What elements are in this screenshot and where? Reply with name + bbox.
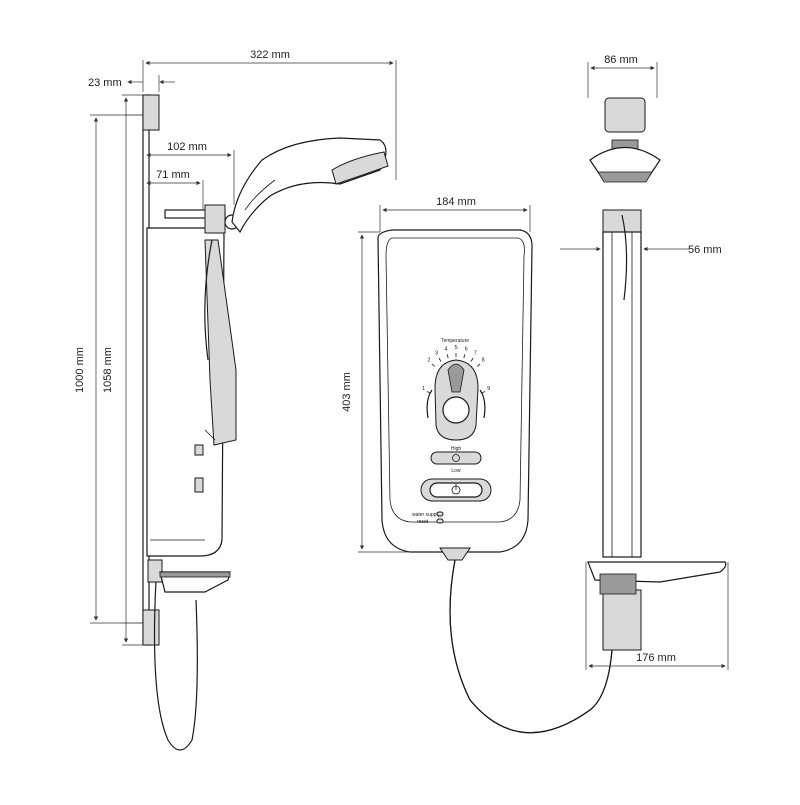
dial-tick-8 — [476, 363, 481, 367]
dim-label-56: 56 mm — [688, 244, 722, 256]
side-soap-dish — [147, 559, 231, 593]
temperature-label: Temperature — [441, 338, 469, 344]
riser-dim-86: 86 mm — [587, 54, 658, 98]
low-label: Low — [451, 468, 461, 474]
dial-number-group: 1 234 5 678 9 — [422, 345, 490, 394]
dim-label-322: 322 mm — [250, 49, 290, 61]
side-dim-102: 102 mm — [146, 141, 235, 205]
dim-label-184: 184 mm — [436, 196, 476, 208]
front-view: Temperature 1 234 5 678 9 High Low water sup… — [341, 196, 615, 734]
dial-tick-4 — [446, 354, 449, 359]
dial-number-8: 8 — [482, 357, 485, 363]
side-dim-322: 322 mm — [142, 49, 397, 180]
temperature-knob[interactable] — [434, 359, 479, 441]
front-control-panel: Temperature 1 234 5 678 9 High Low water sup… — [412, 338, 492, 525]
riser-dim-56: 56 mm — [560, 244, 722, 256]
power-toggle-button[interactable] — [430, 451, 482, 465]
dial-number-3: 3 — [435, 351, 438, 357]
dim-label-23: 23 mm — [88, 77, 122, 89]
dial-number-1: 1 — [422, 386, 425, 392]
water-supply-label: water supply — [412, 512, 441, 518]
dim-label-176: 176 mm — [636, 652, 676, 664]
dim-label-102: 102 mm — [167, 141, 207, 153]
riser-dim-176: 176 mm — [585, 562, 729, 670]
high-label: High — [451, 446, 462, 452]
dim-label-403: 403 mm — [341, 372, 353, 412]
dim-label-1000: 1000 mm — [74, 347, 86, 393]
dial-number-9: 9 — [487, 386, 490, 392]
dial-tick-7 — [470, 357, 474, 362]
riser-view: 86 mm 56 mm 176 mm — [560, 54, 729, 670]
front-dim-403: 403 mm — [341, 231, 410, 553]
front-dim-184: 184 mm — [379, 196, 531, 232]
side-dim-71: 71 mm — [146, 169, 204, 210]
side-hose — [153, 239, 213, 751]
dial-number-7: 7 — [474, 351, 477, 357]
reset-label: reset — [417, 519, 429, 525]
side-view: 322 mm 23 mm 102 mm 71 mm 1058 mm — [74, 49, 397, 751]
riser-rail — [589, 97, 661, 651]
side-dim-1000: 1000 mm — [74, 114, 125, 624]
side-dim-23: 23 mm — [88, 75, 175, 92]
dial-tick-2 — [431, 363, 436, 367]
dim-label-71: 71 mm — [156, 169, 190, 181]
side-handset — [231, 137, 389, 234]
dial-number-5: 5 — [454, 345, 457, 351]
riser-soap-dish — [587, 561, 727, 595]
dial-number-6: 6 — [465, 346, 468, 352]
dial-tick-6 — [463, 354, 466, 359]
side-dim-1058: 1058 mm — [102, 94, 145, 646]
dial-number-4: 4 — [444, 346, 447, 352]
front-hose — [449, 559, 615, 734]
side-unit-body — [146, 227, 237, 557]
dial-number-2: 2 — [427, 357, 430, 363]
dial-tick-3 — [438, 357, 442, 362]
dim-label-1058: 1058 mm — [102, 347, 114, 393]
dim-label-86: 86 mm — [604, 54, 638, 66]
